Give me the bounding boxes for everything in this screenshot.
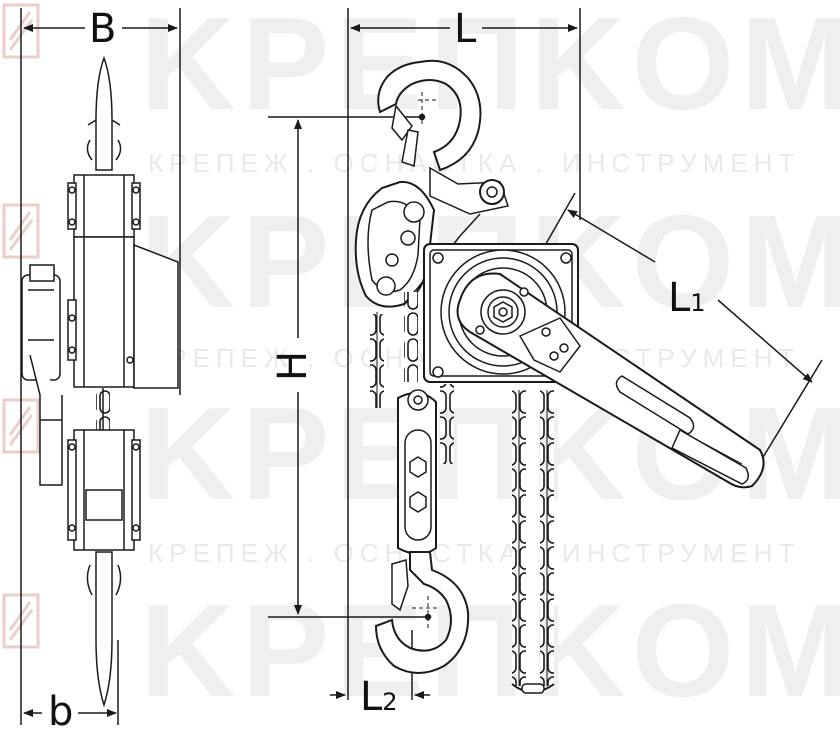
load-chain-inner bbox=[404, 292, 418, 382]
lever-slot bbox=[615, 375, 695, 435]
dim-label-L2-sub: 2 bbox=[382, 688, 398, 716]
upper-frame-plates bbox=[73, 174, 135, 238]
dim-label-L1-main: L bbox=[668, 275, 691, 321]
dim-label-L1-sub: 1 bbox=[690, 289, 706, 317]
side-view bbox=[20, 8, 181, 725]
lever-grip bbox=[671, 428, 749, 485]
watermark-tagline: КРЕПЕЖ . ОСНАСТКА . ИНСТРУМЕНТ bbox=[148, 538, 801, 568]
dim-L1-arrow-top bbox=[567, 209, 656, 263]
dim-label-H: H bbox=[270, 350, 317, 382]
watermark-brand: KPEПKOM bbox=[140, 577, 840, 724]
body-housing-side bbox=[73, 236, 135, 388]
dim-label-L2: L2 bbox=[360, 677, 398, 717]
dim-label-b: b bbox=[48, 689, 74, 735]
front-view bbox=[268, 8, 823, 700]
watermark-brand: KPEПKOM bbox=[140, 0, 840, 137]
dim-label-L: L bbox=[454, 6, 477, 52]
bottom-hook-latch bbox=[391, 559, 409, 612]
dim-label-L2-main: L bbox=[360, 674, 383, 720]
bottom-hook bbox=[374, 551, 470, 674]
dim-label-B: B bbox=[89, 6, 117, 52]
dim-L1-arrow-bottom bbox=[717, 299, 813, 383]
dim-label-L1: L1 bbox=[668, 278, 706, 318]
top-hook-side bbox=[95, 55, 113, 171]
selector-knob bbox=[518, 317, 581, 373]
bottom-hook-side bbox=[95, 551, 113, 708]
watermark-tagline: КРЕПЕЖ . ОСНАСТКА . ИНСТРУМЕНТ bbox=[148, 148, 801, 178]
load-chain-right bbox=[440, 384, 454, 464]
top-hook bbox=[377, 59, 482, 172]
gear-cover-side bbox=[133, 243, 179, 389]
